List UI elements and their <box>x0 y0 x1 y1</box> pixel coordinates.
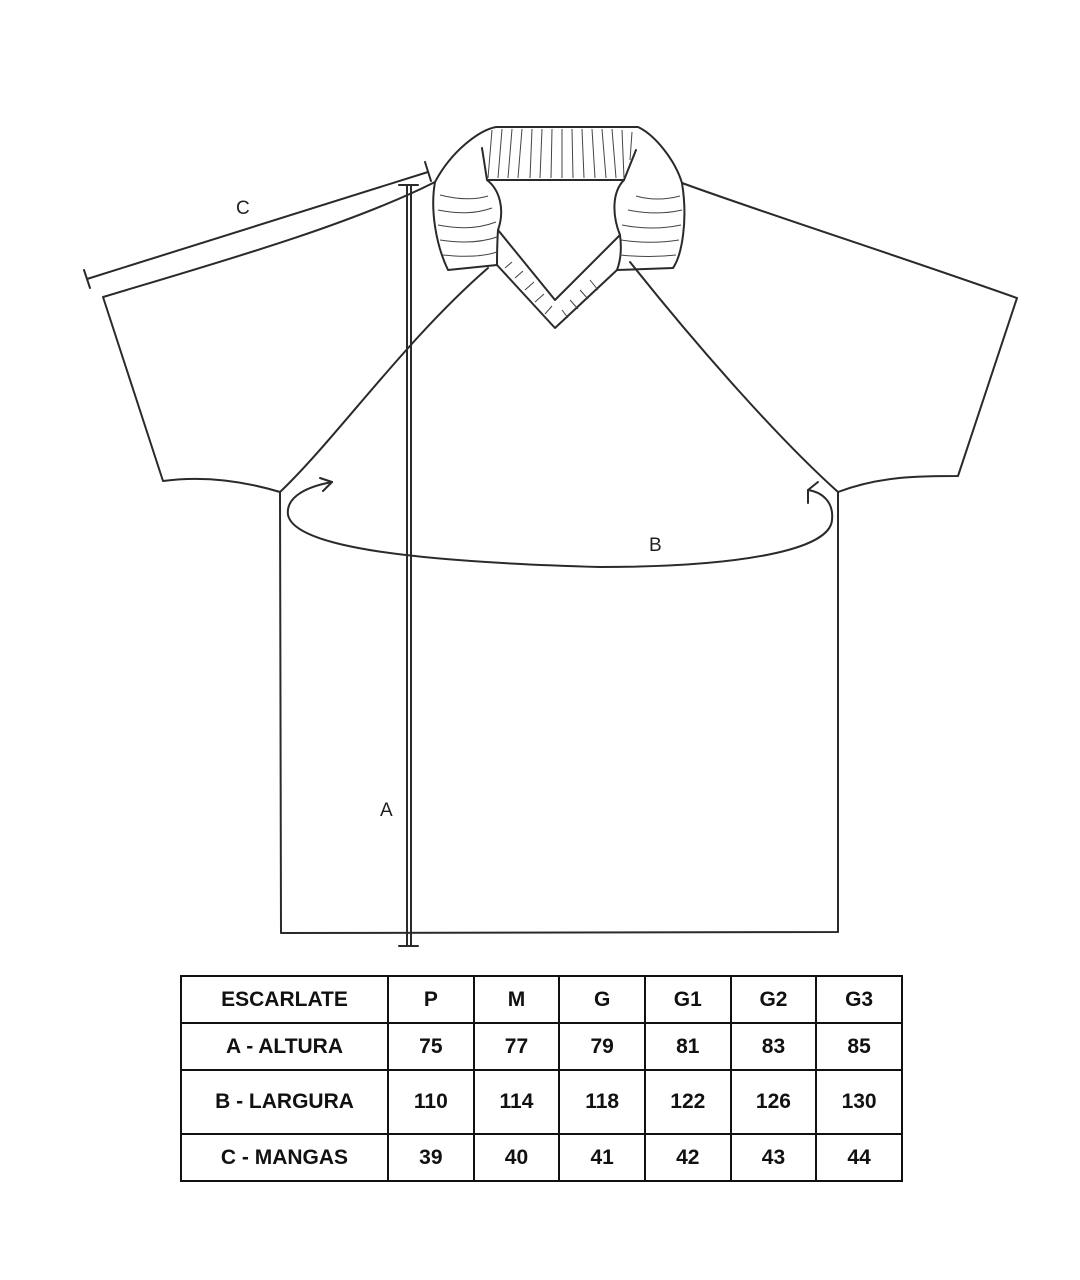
right-raglan-seam <box>629 261 839 493</box>
row-label: C - MANGAS <box>180 1133 389 1182</box>
shirt-sketch: C A B <box>83 126 1018 947</box>
table-row: A - ALTURA 75 77 79 81 83 85 <box>180 1022 903 1071</box>
table-row: B - LARGURA 110 114 118 122 126 130 <box>180 1069 903 1135</box>
table-cell: 79 <box>558 1022 646 1071</box>
collar-outline <box>432 126 686 329</box>
table-cell: 77 <box>472 1022 561 1071</box>
size-header: P <box>387 975 475 1024</box>
neck-v <box>497 229 621 301</box>
row-label: B - LARGURA <box>180 1069 389 1135</box>
table-cell: 122 <box>643 1069 732 1135</box>
size-table: ESCARLATE P M G G1 G2 G3 A - ALTURA 75 7… <box>180 975 903 1182</box>
table-cell: 85 <box>815 1022 903 1071</box>
table-cell: 118 <box>558 1069 646 1135</box>
left-raglan-seam <box>279 267 489 493</box>
table-row: C - MANGAS 39 40 41 42 43 44 <box>180 1133 903 1182</box>
table-cell: 39 <box>387 1133 475 1182</box>
size-header: G <box>558 975 646 1024</box>
size-header: M <box>472 975 561 1024</box>
table-cell: 83 <box>729 1022 818 1071</box>
table-cell: 75 <box>387 1022 475 1071</box>
size-header: G3 <box>815 975 903 1024</box>
table-header-row: ESCARLATE P M G G1 G2 G3 <box>180 975 903 1024</box>
collar-inner <box>481 147 637 181</box>
label-a: A <box>380 800 393 821</box>
measure-b-loop <box>286 477 834 569</box>
table-cell: 43 <box>729 1133 818 1182</box>
label-c: C <box>236 198 250 219</box>
table-cell: 81 <box>643 1022 732 1071</box>
row-label: A - ALTURA <box>180 1022 389 1071</box>
table-title: ESCARLATE <box>180 975 389 1024</box>
table-cell: 42 <box>643 1133 732 1182</box>
size-header: G1 <box>643 975 732 1024</box>
table-cell: 126 <box>729 1069 818 1135</box>
shirt-outline <box>102 181 1018 934</box>
size-header: G2 <box>729 975 818 1024</box>
table-cell: 110 <box>387 1069 475 1135</box>
measure-c-line <box>83 161 432 289</box>
table-cell: 41 <box>558 1133 646 1182</box>
measure-a-line <box>398 184 419 947</box>
table-cell: 114 <box>472 1069 561 1135</box>
table-cell: 130 <box>815 1069 903 1135</box>
table-cell: 44 <box>815 1133 903 1182</box>
collar-ribbing <box>437 128 683 319</box>
label-b: B <box>649 535 662 556</box>
table-cell: 40 <box>472 1133 561 1182</box>
